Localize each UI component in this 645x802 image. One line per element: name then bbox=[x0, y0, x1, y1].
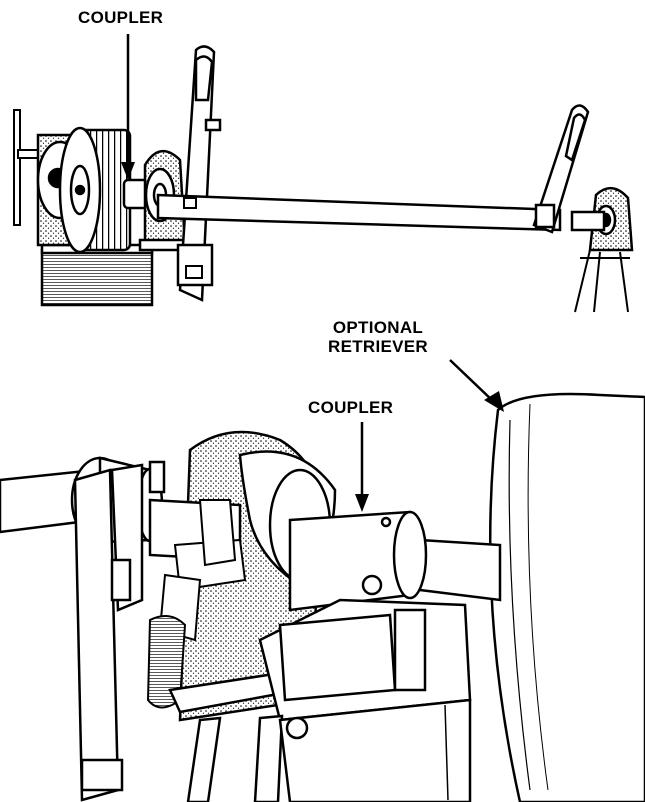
stand-right bbox=[574, 249, 630, 313]
optional-retriever-label: OPTIONAL RETRIEVER bbox=[328, 318, 428, 356]
optional-retriever-label-line1: OPTIONAL bbox=[332, 318, 424, 337]
coupler-label-top: COUPLER bbox=[78, 8, 164, 27]
legs-bottom bbox=[186, 698, 472, 802]
frame-left bbox=[73, 460, 166, 802]
coupler-bottom bbox=[288, 510, 428, 612]
latch bbox=[146, 499, 247, 709]
top-illustration bbox=[13, 34, 634, 313]
tray-box bbox=[258, 598, 472, 722]
bearing-right bbox=[570, 187, 634, 252]
arrow-top-coupler bbox=[121, 34, 135, 180]
retriever-panel bbox=[488, 392, 645, 802]
arrow-optional-retriever bbox=[449, 359, 504, 412]
coupler-label-bottom: COUPLER bbox=[308, 398, 394, 417]
shaft-bottom bbox=[0, 468, 502, 602]
arrow-bottom-coupler bbox=[355, 422, 369, 512]
shaft bbox=[156, 193, 562, 232]
arm-right bbox=[532, 104, 590, 234]
bolts-top bbox=[183, 197, 203, 279]
optional-retriever-label-line2: RETRIEVER bbox=[328, 337, 428, 356]
